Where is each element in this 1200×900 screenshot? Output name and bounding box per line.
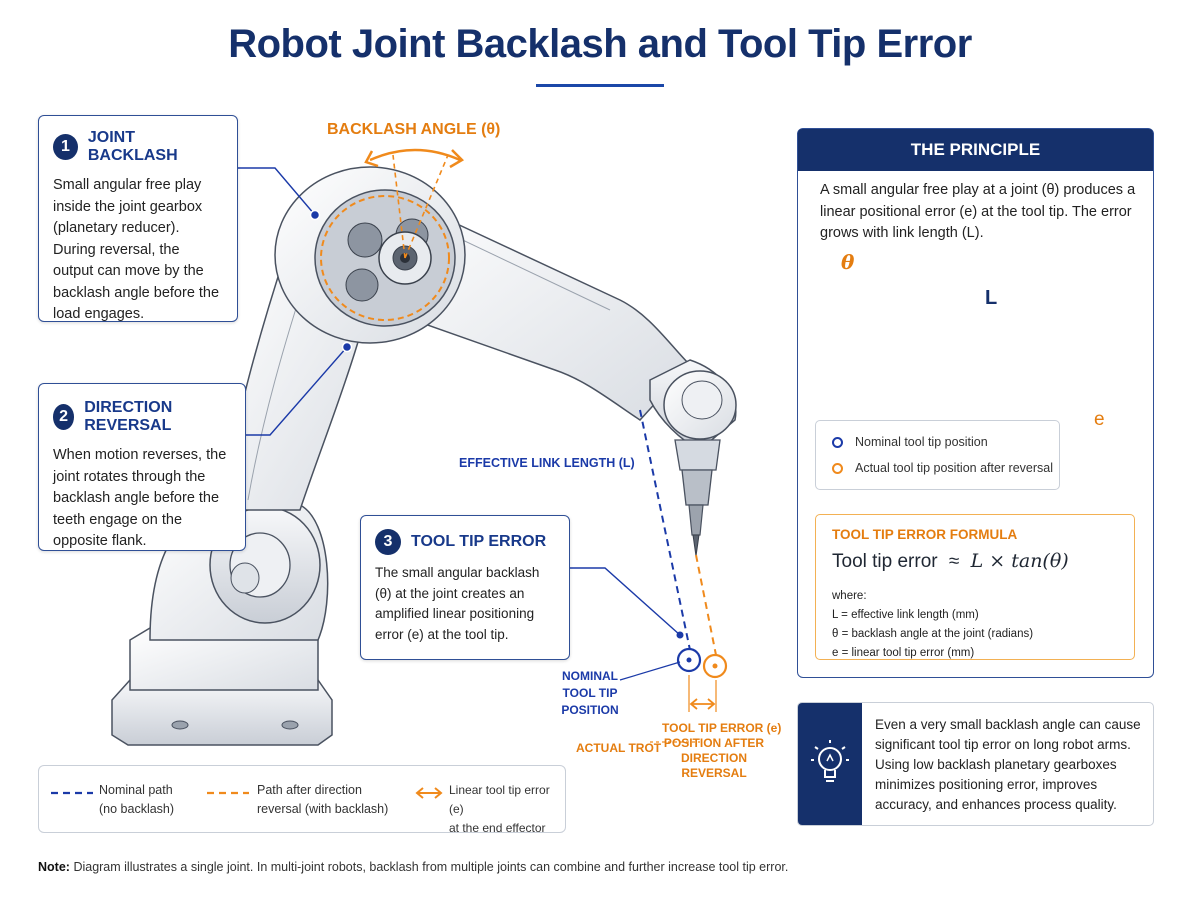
effective-link-length-label: EFFECTIVE LINK LENGTH (L) <box>459 456 635 470</box>
formula-def-theta: θ = backlash angle at the joint (radians… <box>832 628 1034 640</box>
robot-wrist <box>649 359 737 557</box>
legend-tip-error: Linear tool tip error (e) at the end eff… <box>449 781 565 838</box>
robot-base <box>111 627 333 746</box>
legend-tip-error-line1: Linear tool tip error (e) <box>449 783 550 816</box>
principle-link-length-label: L <box>985 287 998 309</box>
callout-leader-lines <box>238 167 684 639</box>
backlash-angle-label: BACKLASH ANGLE (θ) <box>327 121 501 138</box>
legend-nominal-row: Nominal tool tip position <box>832 435 988 449</box>
formula-approx: ≈ <box>948 551 960 572</box>
orange-circle-icon <box>832 462 843 474</box>
callout-1-header: 1 JOINT BACKLASH <box>53 129 223 165</box>
footnote: Note: Diagram illustrates a single joint… <box>38 860 788 874</box>
lightbulb-icon <box>811 740 849 782</box>
actual-position-prefix: ACTUAL TROT <box>576 741 662 755</box>
principle-error-label: e <box>1094 409 1105 430</box>
orange-double-arrow-icon <box>415 787 443 799</box>
principle-legend: Nominal tool tip position Actual tool ti… <box>815 420 1060 490</box>
callout-1-heading: JOINT BACKLASH <box>87 129 178 164</box>
legend-reversal-path: Path after direction reversal (with back… <box>257 781 388 819</box>
formula-box: TOOL TIP ERROR FORMULA Tool tip error ≈ … <box>815 514 1135 660</box>
backlash-angle-indicator <box>364 148 465 259</box>
legend-nominal-path-line2: (no backlash) <box>99 802 175 816</box>
footnote-text: Diagram illustrates a single joint. In m… <box>73 860 789 874</box>
legend-reversal-path-line2: reversal (with backlash) <box>257 802 389 816</box>
blue-circle-icon <box>832 436 843 448</box>
callout-2-heading: DIRECTION REVERSAL <box>84 399 173 434</box>
insight-box: Even a very small backlash angle can cau… <box>797 702 1154 826</box>
tool-tip-paths <box>619 409 728 743</box>
nominal-tip-label-line3: POSITION <box>561 703 619 717</box>
tool-tip-error-label: TOOL TIP ERROR (e) <box>662 721 782 735</box>
callout-3-heading: TOOL TIP ERROR <box>411 533 547 550</box>
callout-3-number: 3 <box>375 529 401 555</box>
legend-actual-label: Actual tool tip position after reversal <box>855 461 1054 475</box>
principle-theta-label: θ <box>841 250 855 274</box>
legend-tip-error-line2: at the end effector <box>449 821 546 835</box>
formula-rhs: L × tan(θ) <box>970 550 1069 572</box>
callout-3-header: 3 TOOL TIP ERROR <box>375 529 555 555</box>
legend-actual-row: Actual tool tip position after reversal <box>832 461 1053 475</box>
formula-def-L: L = effective link length (mm) <box>832 609 979 621</box>
principle-heading: THE PRINCIPLE <box>798 129 1153 171</box>
callout-1-number: 1 <box>53 134 78 160</box>
formula-lhs: Tool tip error <box>832 551 938 572</box>
principle-text: A small angular free play at a joint (θ)… <box>820 182 1136 241</box>
path-legend: Nominal path (no backlash) Path after di… <box>38 765 566 835</box>
elbow-joint-gearbox <box>274 166 466 344</box>
legend-nominal-path: Nominal path (no backlash) <box>99 781 174 819</box>
formula-definitions: where: L = effective link length (mm) θ … <box>832 587 1033 663</box>
formula-def-e: e = linear tool tip error (mm) <box>832 647 975 659</box>
callout-tool-tip-error: 3 TOOL TIP ERROR The small angular backl… <box>360 515 570 660</box>
robot-shoulder <box>149 499 329 641</box>
callout-direction-reversal: 2 DIRECTION REVERSAL When motion reverse… <box>38 383 246 551</box>
actual-position-label: POSITION AFTER DIRECTION REVERSAL <box>652 736 776 781</box>
footnote-label: Note: <box>38 860 70 874</box>
callout-2-body: When motion reverses, the joint rotates … <box>53 447 227 549</box>
callout-joint-backlash: 1 JOINT BACKLASH Small angular free play… <box>38 115 238 322</box>
insight-text: Even a very small backlash angle can cau… <box>875 717 1141 812</box>
callout-2-number: 2 <box>53 404 75 430</box>
insight-icon-panel <box>798 703 862 825</box>
callout-2-header: 2 DIRECTION REVERSAL <box>53 399 231 435</box>
nominal-tip-label-line2: TOOL TIP <box>562 686 618 700</box>
actual-position-label-line1: POSITION AFTER <box>663 736 765 750</box>
legend-reversal-path-line1: Path after direction <box>257 783 362 797</box>
actual-position-label-line2: DIRECTION REVERSAL <box>681 751 747 780</box>
formula-expression: Tool tip error ≈ L × tan(θ) <box>832 550 1069 573</box>
orange-dashed-line-icon <box>207 791 249 795</box>
callout-3-body: The small angular backlash (θ) at the jo… <box>375 565 540 642</box>
callout-1-body: Small angular free play inside the joint… <box>53 177 220 322</box>
legend-nominal-label: Nominal tool tip position <box>855 435 988 449</box>
nominal-tip-label: NOMINAL TOOL TIP POSITION <box>556 668 624 719</box>
nominal-tip-label-line1: NOMINAL <box>562 669 618 683</box>
legend-nominal-path-line1: Nominal path <box>99 783 173 797</box>
blue-dashed-line-icon <box>51 791 93 795</box>
formula-where: where: <box>832 590 867 602</box>
title-underline <box>536 84 664 87</box>
formula-title: TOOL TIP ERROR FORMULA <box>832 527 1018 542</box>
page-title: Robot Joint Backlash and Tool Tip Error <box>228 22 972 66</box>
